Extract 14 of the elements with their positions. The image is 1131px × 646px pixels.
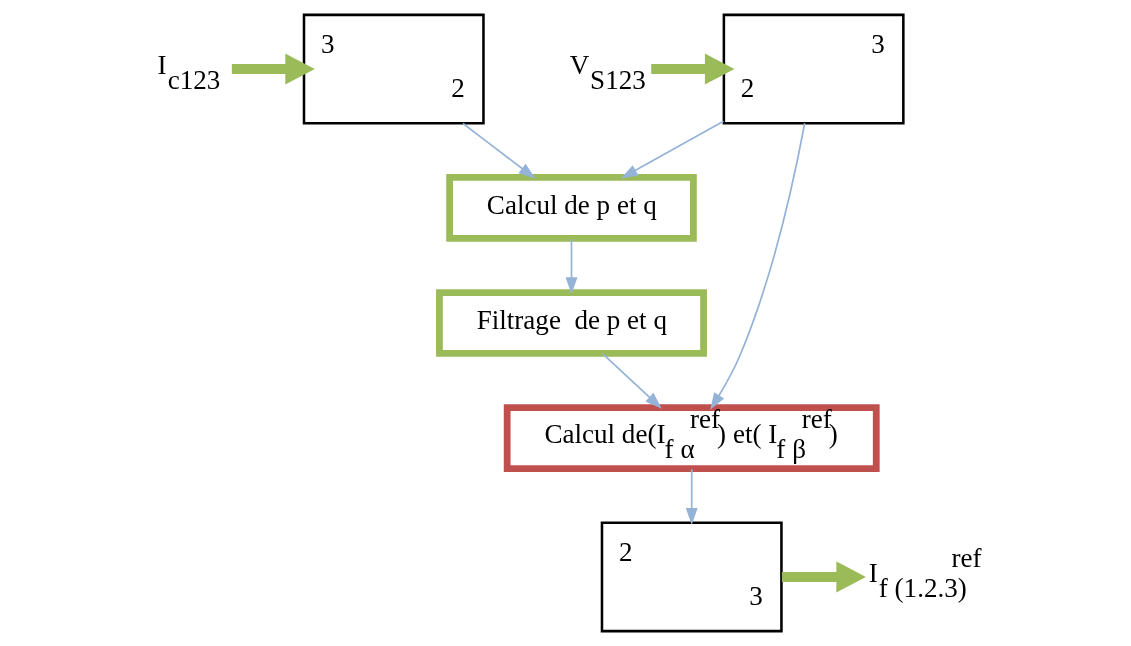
arrow (461, 122, 535, 179)
arrow (565, 238, 577, 295)
node-box: Filtrage de p et q (435, 289, 707, 357)
node-box: 2 3 (600, 521, 783, 633)
arrow (781, 561, 866, 593)
node-box: Calcul de p et q (445, 174, 697, 242)
arrow (685, 468, 698, 525)
arrow (709, 122, 806, 410)
node-box: 3 2 (302, 13, 485, 125)
arrow (650, 53, 734, 85)
node-box: 3 2 (722, 13, 905, 125)
arrow (601, 353, 662, 409)
arrow (231, 53, 315, 85)
arrow (620, 120, 724, 179)
